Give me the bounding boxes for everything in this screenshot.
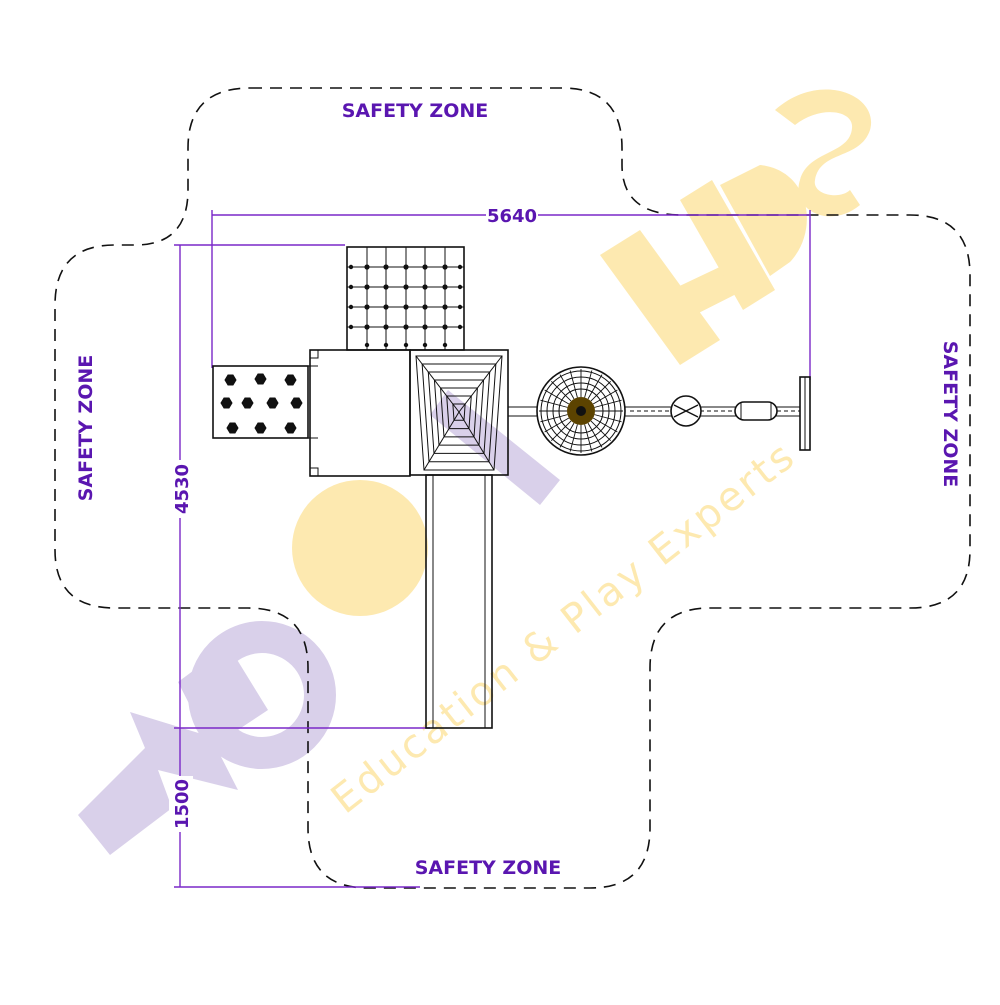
climbing-hold <box>220 397 233 409</box>
climbing-hold <box>254 422 267 434</box>
slide <box>425 474 493 729</box>
net-knot <box>442 324 448 330</box>
safety-zone-label-right: SAFETY ZONE <box>939 341 961 488</box>
net-knot <box>403 284 409 290</box>
dimension-width: 5640 <box>211 204 811 380</box>
disc-swing <box>670 395 702 427</box>
watermark-letter-s <box>775 89 872 217</box>
climbing-hold <box>290 397 303 409</box>
watermark-letter-o-2 <box>292 480 428 616</box>
net-knot <box>442 304 448 310</box>
safety-zone-label-bottom: SAFETY ZONE <box>415 857 562 879</box>
climbing-hold <box>284 422 297 434</box>
watermark-letter-k <box>600 230 760 365</box>
safety-zone-outline <box>54 87 971 889</box>
watermark-letter-i <box>680 180 775 310</box>
climbing-wall <box>212 365 318 439</box>
dimension-slide-label: 1500 <box>172 779 193 829</box>
dimension-depth-label: 4530 <box>172 464 193 514</box>
net-knot <box>364 264 370 270</box>
dimension-slide-extension: 1500 <box>169 728 420 888</box>
swing-a-frame <box>799 376 811 451</box>
safety-zone-label-left: SAFETY ZONE <box>75 355 97 502</box>
net-knot <box>422 324 428 330</box>
climbing-holds <box>220 373 303 434</box>
watermark-letter-d <box>720 165 807 276</box>
dimension-depth: 4530 <box>169 244 430 729</box>
dimension-width-label: 5640 <box>487 206 537 227</box>
net-knot <box>364 284 370 290</box>
net-knot <box>442 284 448 290</box>
net-knot <box>383 304 389 310</box>
climbing-hold <box>226 422 239 434</box>
climbing-hold <box>254 373 267 385</box>
watermark: Education & Play Experts <box>78 89 872 855</box>
nest-swing <box>536 366 626 456</box>
platform-deck <box>309 349 411 477</box>
net-knot <box>364 304 370 310</box>
climbing-net <box>346 246 465 351</box>
watermark-letter-m <box>78 645 268 855</box>
net-knot <box>403 304 409 310</box>
net-knot <box>442 264 448 270</box>
watermark-letter-o-1 <box>188 621 336 769</box>
net-knot <box>422 304 428 310</box>
net-knot <box>422 264 428 270</box>
net-knot <box>383 324 389 330</box>
belt-swing <box>734 401 778 421</box>
net-knot <box>403 264 409 270</box>
climbing-hold <box>266 397 279 409</box>
climbing-hold <box>241 397 254 409</box>
net-knot <box>422 284 428 290</box>
net-knot <box>383 284 389 290</box>
net-knot <box>403 324 409 330</box>
net-knot <box>383 264 389 270</box>
safety-zone-label-top: SAFETY ZONE <box>342 100 489 122</box>
net-knot <box>364 324 370 330</box>
climbing-hold <box>224 374 237 386</box>
climbing-hold <box>284 374 297 386</box>
